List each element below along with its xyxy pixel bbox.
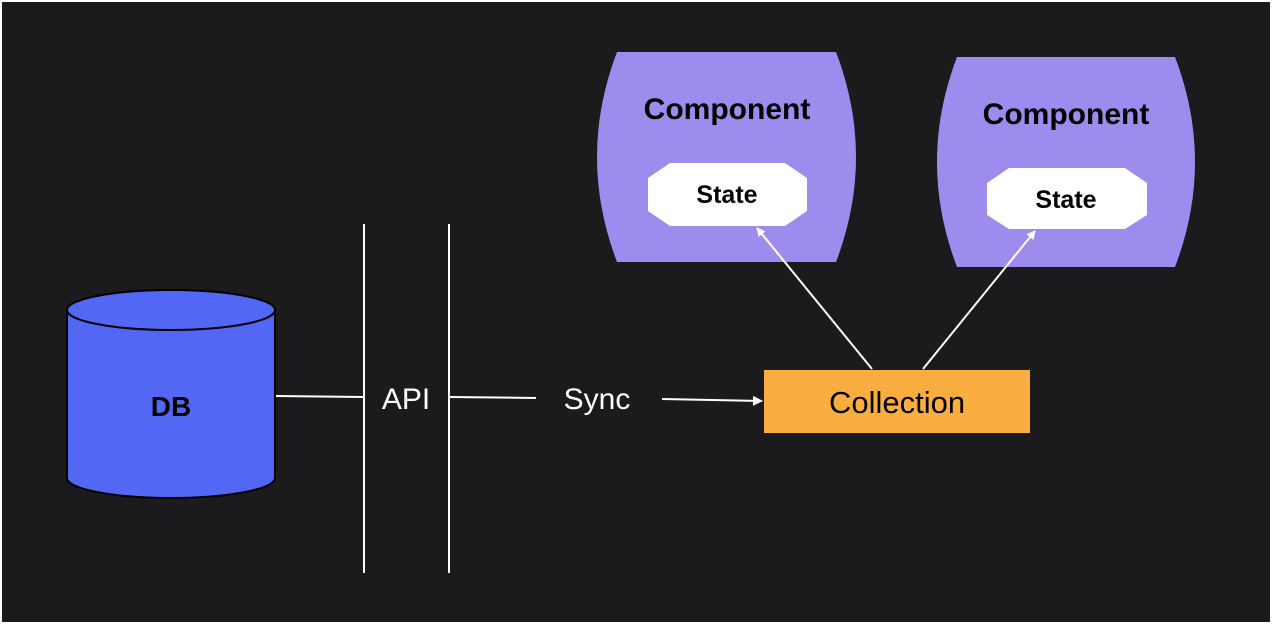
sync-label: Sync bbox=[564, 383, 631, 416]
db-cylinder: DB bbox=[66, 289, 276, 499]
component-2-state-shape bbox=[987, 168, 1147, 229]
component-1-state-shape bbox=[648, 163, 807, 226]
component-1-label: Component bbox=[644, 93, 811, 126]
component-node-1: Component State bbox=[597, 52, 856, 262]
db-to-api-line bbox=[275, 395, 364, 398]
collection-to-state-2-arrow bbox=[922, 230, 1036, 370]
db-label: DB bbox=[151, 391, 191, 422]
component-2-shape bbox=[937, 57, 1195, 267]
sync-to-collection-arrow bbox=[661, 395, 763, 406]
api-to-sync-line bbox=[449, 396, 537, 399]
db-cylinder-top bbox=[66, 289, 276, 331]
component-node-2: Component State bbox=[937, 57, 1195, 267]
component-1-shape bbox=[597, 52, 856, 262]
collection-box bbox=[764, 370, 1030, 433]
component-1-state-label: State bbox=[696, 181, 757, 209]
collection-node: Collection bbox=[764, 370, 1030, 433]
api-label: API bbox=[382, 383, 430, 416]
db-cylinder-body bbox=[66, 309, 276, 499]
collection-label: Collection bbox=[829, 385, 965, 420]
collection-to-state-1-arrow bbox=[756, 227, 873, 370]
component-2-state-label: State bbox=[1035, 186, 1096, 214]
component-2-label: Component bbox=[983, 98, 1150, 131]
